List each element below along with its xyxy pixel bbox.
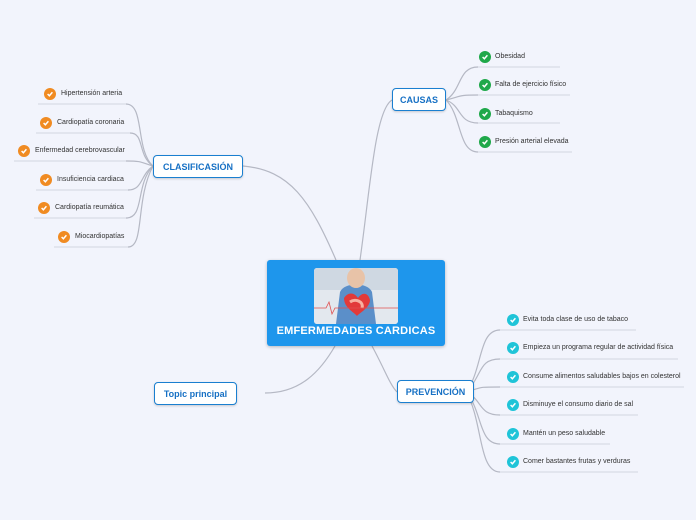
check-icon [18, 145, 30, 157]
check-icon [479, 136, 491, 148]
prevencion-item[interactable]: Empieza un programa regular de actividad… [523, 344, 674, 351]
clasificacion-item[interactable]: Cardiopatía coronaria [57, 119, 125, 126]
topic-causas[interactable]: CAUSAS [392, 88, 446, 111]
topic-principal[interactable]: Topic principal [154, 382, 237, 405]
topic-clasificacion[interactable]: CLASIFICASIÓN [153, 155, 243, 178]
check-icon [58, 231, 70, 243]
check-icon [40, 174, 52, 186]
check-icon [479, 79, 491, 91]
check-icon [40, 117, 52, 129]
check-icon [507, 428, 519, 440]
central-topic[interactable]: EMFERMEDADES CARDICAS [267, 260, 445, 346]
prevencion-item[interactable]: Comer bastantes frutas y verduras [523, 458, 631, 465]
central-title: EMFERMEDADES CARDICAS [276, 325, 436, 337]
check-icon [38, 202, 50, 214]
clasificacion-item[interactable]: Enfermedad cerebrovascular [35, 147, 125, 154]
check-icon [507, 314, 519, 326]
chest-pain-photo [314, 268, 398, 324]
check-icon [507, 456, 519, 468]
check-icon [507, 399, 519, 411]
check-icon [44, 88, 56, 100]
clasificacion-item[interactable]: Hipertensión arteria [61, 90, 123, 97]
causas-item[interactable]: Tabaquismo [495, 110, 533, 117]
clasificacion-item[interactable]: Insuficiencia cardiaca [57, 176, 124, 183]
prevencion-item[interactable]: Disminuye el consumo diario de sal [523, 401, 634, 408]
causas-item[interactable]: Obesidad [495, 53, 525, 60]
check-icon [507, 342, 519, 354]
prevencion-item[interactable]: Evita toda clase de uso de tabaco [523, 316, 629, 323]
check-icon [479, 108, 491, 120]
clasificacion-item[interactable]: Miocardiopatías [75, 233, 125, 240]
check-icon [507, 371, 519, 383]
topic-prevencion[interactable]: PREVENCIÓN [397, 380, 474, 403]
causas-item[interactable]: Falta de ejercicio físico [495, 81, 567, 88]
clasificacion-item[interactable]: Cardiopatía reumática [55, 204, 124, 211]
prevencion-item[interactable]: Mantén un peso saludable [523, 430, 606, 437]
causas-item[interactable]: Presión arterial elevada [495, 138, 569, 145]
prevencion-item[interactable]: Consume alimentos saludables bajos en co… [523, 373, 681, 380]
check-icon [479, 51, 491, 63]
